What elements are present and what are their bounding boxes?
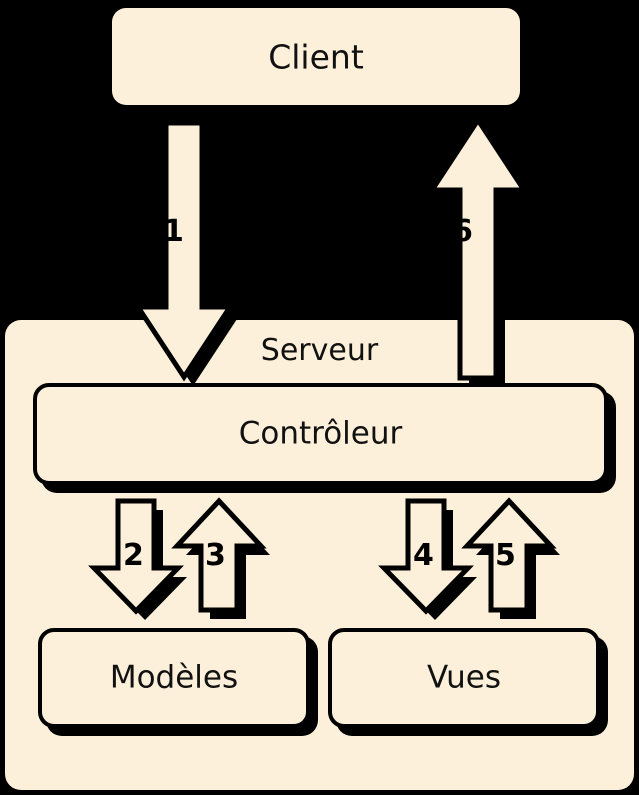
arrow-6-label: 6 [452,214,473,249]
arrow-2-controller-to-models[interactable] [88,496,193,626]
arrow-5-views-to-controller[interactable] [461,496,566,626]
arrow-3-label: 3 [205,538,226,573]
arrow-4-label: 4 [413,538,434,573]
node-controller[interactable]: Contrôleur [33,383,608,485]
arrow-5-label: 5 [495,538,516,573]
arrow-4-controller-to-views[interactable] [378,496,483,626]
node-models[interactable]: Modèles [38,628,310,728]
arrow-2-label: 2 [123,538,144,573]
node-controller-label: Contrôleur [238,415,403,452]
arrow-1-label: 1 [163,214,184,249]
node-views-label: Vues [427,659,501,696]
node-server-label: Serveur [260,333,379,368]
node-client-label: Client [268,37,364,76]
node-views[interactable]: Vues [328,628,600,728]
arrow-1-client-to-controller[interactable] [128,115,258,390]
node-models-label: Modèles [109,659,239,696]
arrow-3-models-to-controller[interactable] [171,496,276,626]
arrow-6-controller-to-client[interactable] [422,115,552,390]
node-client[interactable]: Client [112,8,520,105]
